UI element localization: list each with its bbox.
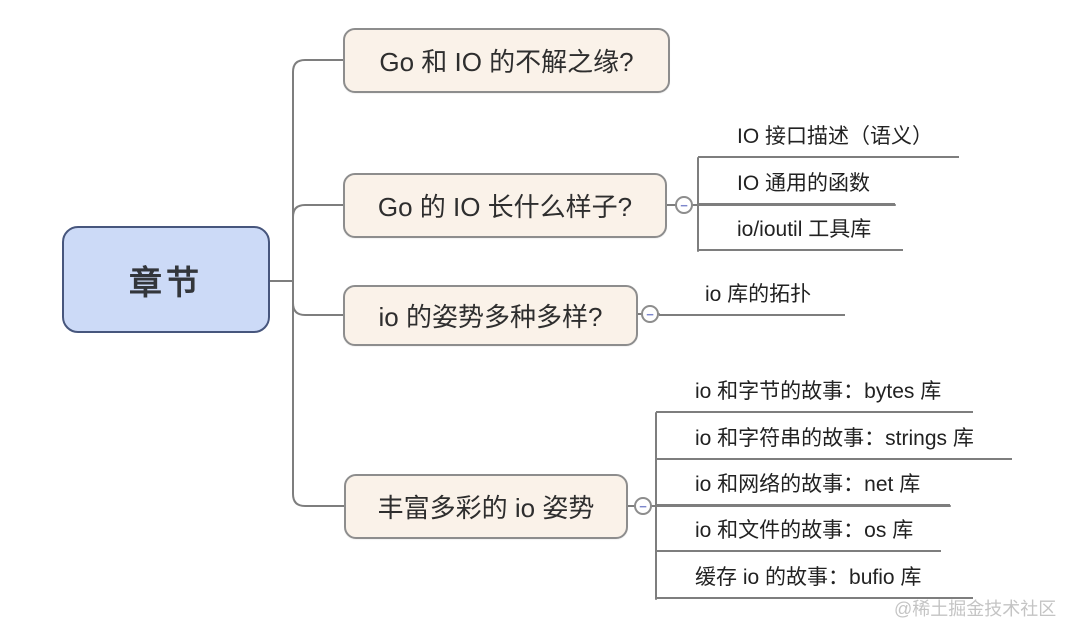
leaf-node-io-common-functions[interactable]: IO 通用的函数 — [698, 167, 895, 205]
root-node-chapter[interactable]: 章节 — [62, 226, 270, 333]
branch-node-io-postures[interactable]: io 的姿势多种多样? — [343, 285, 638, 346]
connector-root-branch1 — [269, 59, 344, 282]
leaf-node-io-interface-semantics[interactable]: IO 接口描述（语义） — [698, 120, 959, 158]
connector-root-branch4 — [269, 280, 345, 507]
collapse-icon[interactable]: − — [641, 305, 659, 323]
watermark: @稀土掘金技术社区 — [894, 599, 1057, 619]
leaf-node-bufio-library[interactable]: 缓存 io 的故事：bufio 库 — [656, 561, 973, 599]
branch-node-go-io-looks[interactable]: Go 的 IO 长什么样子? — [343, 173, 667, 238]
collapse-icon[interactable]: − — [675, 196, 693, 214]
branch-node-colorful-io[interactable]: 丰富多彩的 io 姿势 — [344, 474, 628, 539]
connector-root-branch2 — [269, 204, 344, 282]
leaf-node-os-library[interactable]: io 和文件的故事：os 库 — [656, 514, 941, 552]
collapse-icon[interactable]: − — [634, 497, 652, 515]
leaf-node-bytes-library[interactable]: io 和字节的故事：bytes 库 — [656, 375, 973, 413]
leaf-node-strings-library[interactable]: io 和字符串的故事：strings 库 — [656, 422, 1012, 460]
leaf-node-net-library[interactable]: io 和网络的故事：net 库 — [656, 468, 950, 506]
leaf-node-io-ioutil-toolkit[interactable]: io/ioutil 工具库 — [698, 213, 903, 251]
branch-node-go-io-bond[interactable]: Go 和 IO 的不解之缘? — [343, 28, 670, 93]
leaf-node-io-library-topology[interactable]: io 库的拓扑 — [659, 278, 845, 316]
connector-root-branch3 — [269, 280, 344, 316]
